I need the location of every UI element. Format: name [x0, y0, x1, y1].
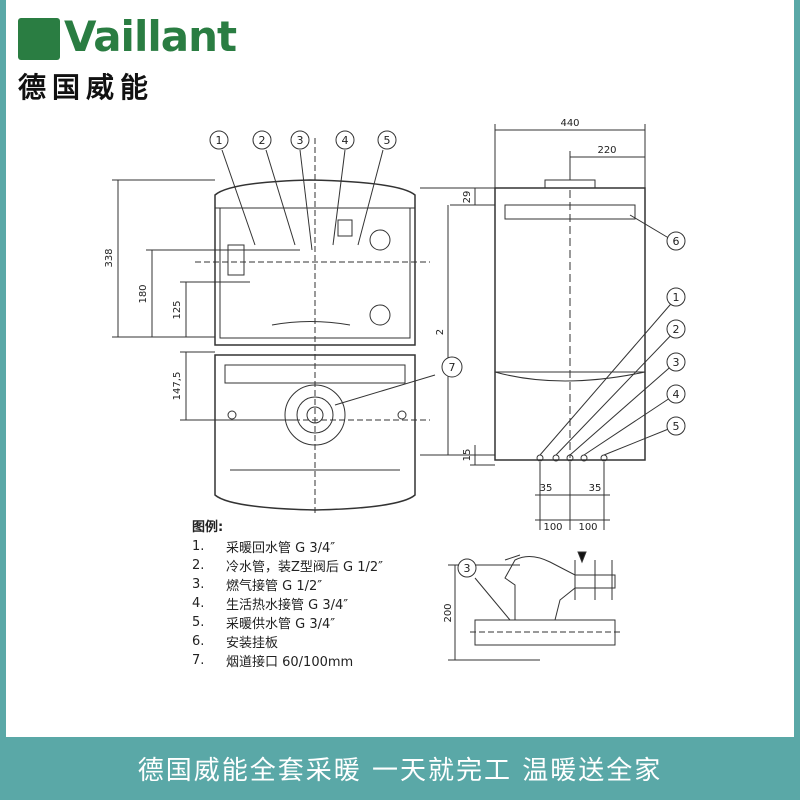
callout-r5-circle: [666, 416, 686, 436]
legend-item-text: 安装挂板: [226, 636, 279, 651]
callout-r1-circle: [666, 287, 686, 307]
callout-r4: 4: [673, 388, 680, 401]
dim-35-right: 35: [589, 483, 602, 494]
callout-4-circle: [335, 130, 355, 150]
callout-3-circle: [290, 130, 310, 150]
callout-1-circle: [209, 130, 229, 150]
legend-item-num: 1.: [192, 539, 205, 554]
legend-item: 1. 采暖回水管 G 3/4″: [192, 537, 432, 556]
callout-6: 6: [673, 235, 680, 248]
left-border: [0, 0, 6, 800]
callout-7-circle: [441, 356, 463, 378]
dim-29: 29: [462, 191, 473, 204]
callout-5: 5: [384, 134, 391, 147]
callout-r3-circle: [666, 352, 686, 372]
callout-7: 7: [449, 361, 456, 374]
callout-b3: 3: [464, 562, 471, 575]
legend-item: 6. 安装挂板: [192, 632, 432, 651]
callout-r5: 5: [673, 420, 680, 433]
dim-180: 180: [138, 284, 149, 303]
legend: 图例: 1. 采暖回水管 G 3/4″ 2. 冷水管，装Z型阀后 G 1/2″ 3.…: [192, 516, 432, 670]
dim-35-left: 35: [540, 483, 553, 494]
brand-name-cn: 德国威能: [18, 71, 155, 104]
dim-338: 338: [104, 248, 115, 267]
callout-2-circle: [252, 130, 272, 150]
legend-item: 7. 烟道接口 60/100mm: [192, 651, 432, 670]
callout-4: 4: [342, 134, 349, 147]
promo-banner: 德国威能全套采暖 一天就完工 温暖送全家: [0, 737, 800, 800]
legend-item: 2. 冷水管，装Z型阀后 G 1/2″: [192, 556, 432, 575]
callout-r4-circle: [666, 384, 686, 404]
dim-100-right: 100: [578, 522, 597, 533]
legend-item-text: 采暖供水管 G 3/4″: [226, 617, 336, 632]
legend-item-num: 6.: [192, 634, 205, 649]
vaillant-hare-logo-icon: [18, 18, 60, 60]
brand-name: Vaillant: [64, 12, 237, 61]
callout-r1: 1: [673, 291, 680, 304]
legend-item-num: 2.: [192, 558, 205, 573]
right-border: [794, 0, 800, 800]
legend-item-text: 冷水管，装Z型阀后 G 1/2″: [226, 560, 384, 575]
callout-b3-circle: [457, 558, 477, 578]
legend-item: 4. 生活热水接管 G 3/4″: [192, 594, 432, 613]
legend-item-num: 4.: [192, 596, 205, 611]
callout-r2: 2: [673, 323, 680, 336]
legend-item-text: 燃气接管 G 1/2″: [226, 579, 323, 594]
legend-item-num: 7.: [192, 653, 205, 668]
dim-2: 2: [435, 329, 446, 335]
legend-item: 3. 燃气接管 G 1/2″: [192, 575, 432, 594]
callout-1: 1: [216, 134, 223, 147]
callout-5-circle: [377, 130, 397, 150]
callout-3: 3: [297, 134, 304, 147]
dim-200: 200: [443, 603, 454, 622]
legend-title: 图例:: [192, 520, 224, 535]
legend-item-text: 生活热水接管 G 3/4″: [226, 598, 349, 613]
legend-item-text: 烟道接口 60/100mm: [226, 655, 354, 670]
callout-r2-circle: [666, 319, 686, 339]
legend-item-num: 5.: [192, 615, 205, 630]
dim-100-left: 100: [543, 522, 562, 533]
dim-147-5: 147,5: [172, 372, 183, 401]
callout-2: 2: [259, 134, 266, 147]
dim-125: 125: [172, 300, 183, 319]
dim-440: 440: [560, 118, 579, 129]
dim-220: 220: [597, 145, 616, 156]
callout-6-circle: [666, 231, 686, 251]
legend-item-text: 采暖回水管 G 3/4″: [226, 541, 336, 556]
legend-item-num: 3.: [192, 577, 205, 592]
dim-15: 15: [462, 449, 473, 462]
legend-item: 5. 采暖供水管 G 3/4″: [192, 613, 432, 632]
callout-r3: 3: [673, 356, 680, 369]
